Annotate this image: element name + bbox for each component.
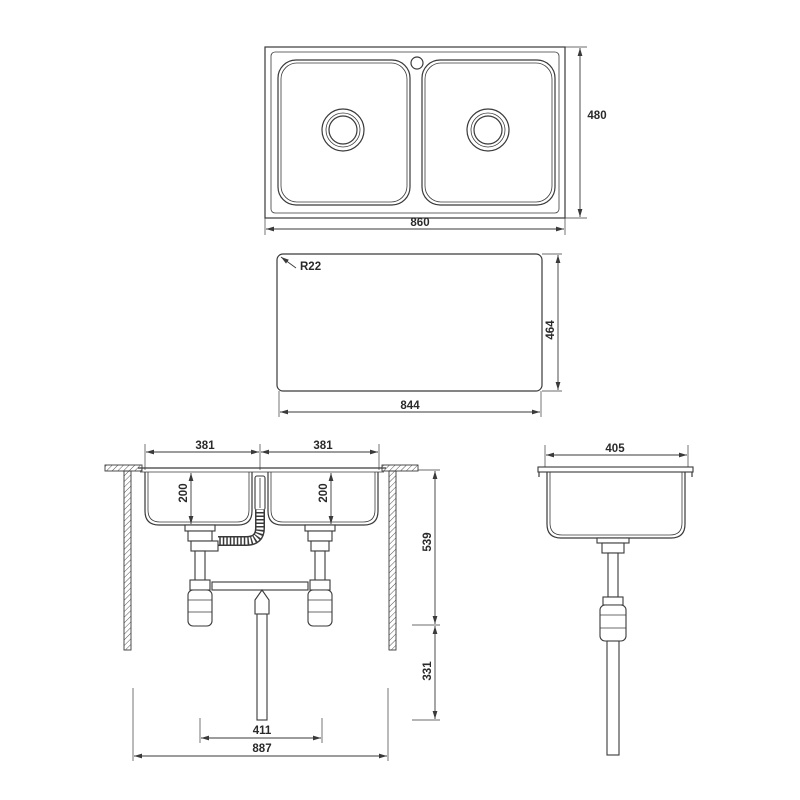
countertop-right — [381, 464, 419, 472]
right-strainer-flange — [304, 524, 336, 532]
right-trap-body — [307, 589, 333, 627]
tap-hole — [410, 56, 424, 70]
left-strainer-flange — [184, 524, 216, 532]
dim-331-label: 331 — [422, 661, 434, 681]
dim-860-label: 860 — [410, 217, 429, 229]
left-drain-outer-ring — [321, 108, 365, 152]
right-trap-nut — [309, 579, 331, 591]
left-trap-body — [187, 589, 213, 627]
radius-leader — [280, 256, 297, 269]
right-bowl-inner-outline — [424, 62, 553, 203]
right-drain-collar — [310, 540, 330, 552]
left-drain-top — [321, 108, 365, 152]
countertop-left — [104, 464, 143, 472]
cabinet-wall-right — [388, 470, 397, 651]
side-waste-pipe — [606, 640, 620, 756]
dim-539-label: 539 — [422, 532, 434, 551]
right-tailpiece — [314, 550, 326, 582]
side-bowl-inner-section — [549, 472, 683, 536]
top-view: 480 860 — [264, 46, 607, 235]
dim-411-label: 411 — [253, 725, 272, 737]
dim-381-left-label: 381 — [195, 440, 215, 452]
dim-200-left-label: 200 — [178, 483, 190, 502]
side-strainer-flange — [596, 537, 630, 544]
dim-405-label: 405 — [605, 443, 625, 455]
sink-rim-inner-edge — [270, 51, 560, 214]
left-drain-tee — [190, 540, 219, 552]
side-drain-assembly — [596, 537, 630, 756]
waste-pipe — [256, 613, 268, 721]
connector-pipe — [211, 581, 309, 591]
cutout-view: R22 464 844 — [276, 253, 562, 417]
sink-outer-edge — [264, 46, 566, 219]
dim-887-label: 887 — [252, 743, 271, 755]
left-trap-nut — [189, 579, 211, 591]
left-bowl-outline — [277, 59, 411, 206]
overflow-hose-core — [218, 510, 264, 545]
right-drain-top — [466, 108, 510, 152]
left-drain-inner-ring — [328, 115, 358, 145]
dim-844-label: 844 — [400, 400, 420, 412]
left-bowl-inner-outline — [280, 62, 408, 203]
right-bowl-inner-section — [270, 472, 376, 523]
right-bowl-outline — [421, 59, 556, 206]
dim-464-label: 464 — [545, 320, 557, 340]
right-strainer-nut — [307, 530, 333, 542]
dim-480-label: 480 — [587, 110, 606, 122]
left-drain-mid-ring — [325, 112, 361, 148]
left-tailpiece — [194, 550, 206, 582]
right-drain-outer-ring — [466, 108, 510, 152]
cutout-outline — [276, 253, 543, 392]
left-bowl-inner-section — [147, 472, 250, 523]
dim-381-right-label: 381 — [313, 440, 333, 452]
right-drain-mid-ring — [470, 112, 506, 148]
left-drain-assembly — [184, 524, 219, 627]
cabinet-wall-left — [123, 470, 132, 651]
side-trap-nut — [602, 596, 624, 606]
radius-label: R22 — [300, 261, 321, 273]
side-rim — [537, 466, 694, 473]
front-view: 381 381 200 200 539 331 411 887 — [104, 440, 440, 761]
side-tailpiece — [607, 552, 619, 598]
right-drain-assembly — [304, 524, 336, 627]
waste-y-fitting — [254, 589, 270, 615]
side-bowl-section — [546, 472, 686, 539]
left-bowl-section — [144, 472, 253, 526]
right-drain-inner-ring — [473, 115, 503, 145]
side-view: 405 — [537, 443, 694, 756]
side-trap-body — [599, 604, 627, 642]
dim-200-right-label: 200 — [318, 483, 330, 502]
side-strainer-nut — [601, 542, 625, 554]
left-strainer-nut — [187, 530, 213, 542]
